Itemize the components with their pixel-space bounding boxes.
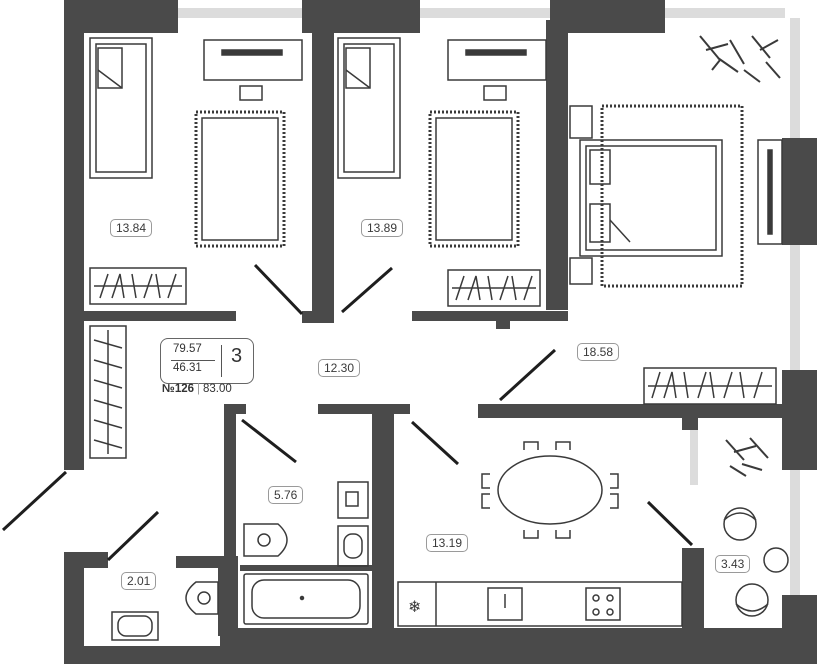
- apartment-number: №126: [162, 383, 195, 395]
- bedroom-2-furniture: [337, 37, 547, 307]
- apartment-meta: №126|83.00: [162, 383, 232, 395]
- doors: [1, 263, 694, 562]
- windows: [178, 8, 800, 595]
- room-area-wc: 2.01: [121, 572, 157, 590]
- apartment-price: 83.00: [203, 383, 232, 395]
- hall-wardrobe: [89, 325, 127, 459]
- svg-text:❄: ❄: [408, 599, 421, 616]
- bathroom-fixtures: [243, 481, 369, 625]
- wc-fixtures: [111, 581, 219, 641]
- plant-icon: [699, 35, 781, 477]
- room-count: 3: [231, 345, 243, 367]
- walls: [64, 0, 817, 664]
- summary-divider: [221, 345, 222, 377]
- total-area: 79.57: [173, 343, 202, 355]
- room-area-hall: 12.30: [318, 359, 361, 377]
- apartment-summary: 79.57 46.31 3: [160, 338, 254, 384]
- room-area-bedroom-1: 13.84: [110, 219, 153, 237]
- bedroom-1-furniture: [89, 37, 303, 305]
- meta-separator: |: [197, 383, 201, 395]
- fraction-line: [171, 360, 215, 361]
- living-area: 46.31: [173, 362, 202, 374]
- master-bedroom-furniture: [569, 104, 783, 405]
- balcony-furniture: [723, 507, 789, 617]
- room-area-balcony: 3.43: [715, 555, 751, 573]
- room-area-bedroom-2: 13.89: [361, 219, 404, 237]
- room-area-master-bedroom: 18.58: [577, 343, 620, 361]
- room-area-bathroom: 5.76: [268, 486, 304, 504]
- room-area-kitchen: 13.19: [426, 534, 469, 552]
- kitchen-fixtures: ❄: [397, 441, 683, 627]
